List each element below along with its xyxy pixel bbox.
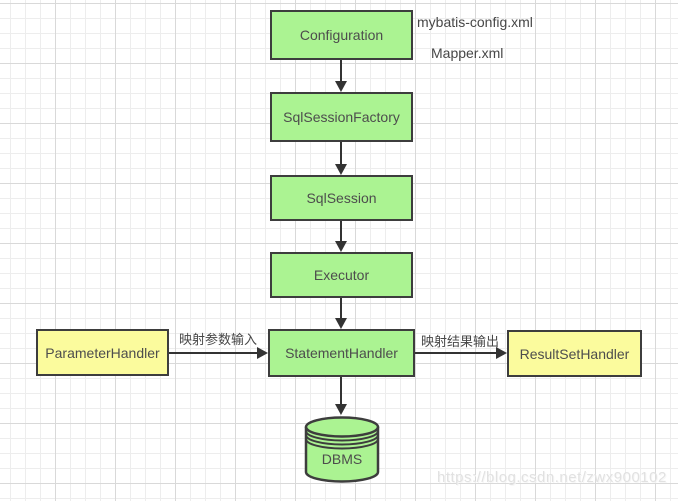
dbms-label: DBMS [322,451,362,467]
node-resultsethandler: ResultSetHandler [507,330,642,377]
node-parameterhandler: ParameterHandler [36,329,169,376]
node-dbms: DBMS [303,414,381,486]
annotation-config-file: mybatis-config.xml [417,14,533,30]
edge-label-parameter-input: 映射参数输入 [179,332,258,347]
watermark-text: https://blog.csdn.net/zwx900102 [437,469,667,486]
node-statementhandler: StatementHandler [268,329,415,377]
node-sqlsession: SqlSession [270,175,413,221]
node-sqlsessionfactory: SqlSessionFactory [270,92,413,142]
node-configuration: Configuration [270,10,413,60]
annotation-mapper-file: Mapper.xml [431,45,504,61]
database-cylinder-icon: DBMS [304,416,380,483]
edge-label-result-output: 映射结果输出 [421,334,500,349]
node-executor: Executor [270,252,413,298]
